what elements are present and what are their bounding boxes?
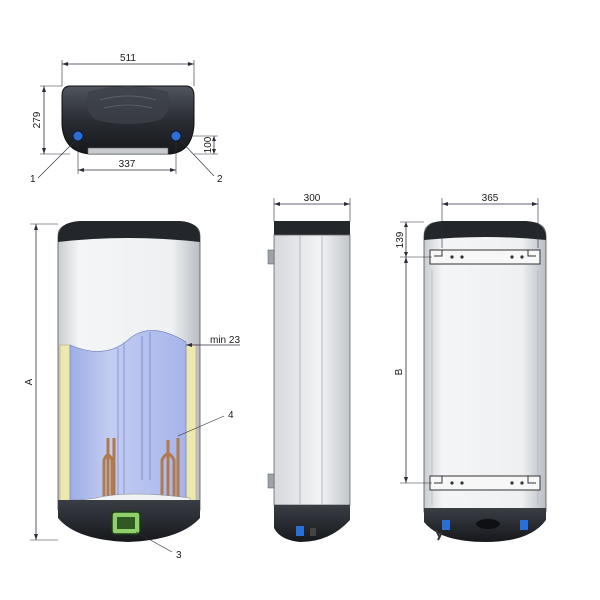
dim-365-label: 365 xyxy=(482,193,499,204)
side-view-body xyxy=(273,234,351,506)
insulation-left xyxy=(59,344,71,506)
side-view-top-cap xyxy=(274,221,350,235)
dim-b-label: B xyxy=(394,368,405,375)
side-view-bottom-cap xyxy=(274,505,350,542)
side-view: 300 xyxy=(267,193,351,542)
front-view: A min 23 4 3 xyxy=(24,221,240,561)
dim-300-label: 300 xyxy=(304,193,321,204)
top-view: 511 279 337 100 1 2 xyxy=(30,53,223,185)
top-view-relief xyxy=(99,95,157,109)
dim-139-label: 139 xyxy=(395,231,406,248)
dim-a-label: A xyxy=(24,378,35,385)
back-view: 365 139 B xyxy=(394,193,547,542)
callout-1: 1 xyxy=(30,174,36,185)
outlet-connection-icon xyxy=(170,130,182,142)
back-bracket-bottom xyxy=(429,475,541,491)
dim-511-label: 511 xyxy=(120,53,136,64)
callout-4: 4 xyxy=(228,410,234,421)
wall-bracket-bottom xyxy=(267,473,275,489)
front-view-top-cap xyxy=(58,221,200,242)
dim-min23-label: min 23 xyxy=(210,335,240,346)
insulation-right xyxy=(185,344,197,506)
dim-337-label: 337 xyxy=(119,159,136,170)
tank-center-divider xyxy=(117,342,125,498)
back-view-body xyxy=(423,221,547,513)
callout-2: 2 xyxy=(217,174,223,185)
tank-cutaway xyxy=(69,330,187,501)
dim-279-label: 279 xyxy=(32,111,43,128)
tank-inner-tube xyxy=(141,332,151,480)
back-bracket-top xyxy=(429,249,541,265)
callout-3: 3 xyxy=(176,550,182,561)
inlet-connection-icon xyxy=(72,130,84,142)
heating-element-right xyxy=(160,438,180,500)
dim-100-label: 100 xyxy=(203,136,214,153)
wall-bracket-top xyxy=(267,249,275,265)
top-view-bracket xyxy=(87,147,169,155)
heating-element-left xyxy=(102,438,116,500)
